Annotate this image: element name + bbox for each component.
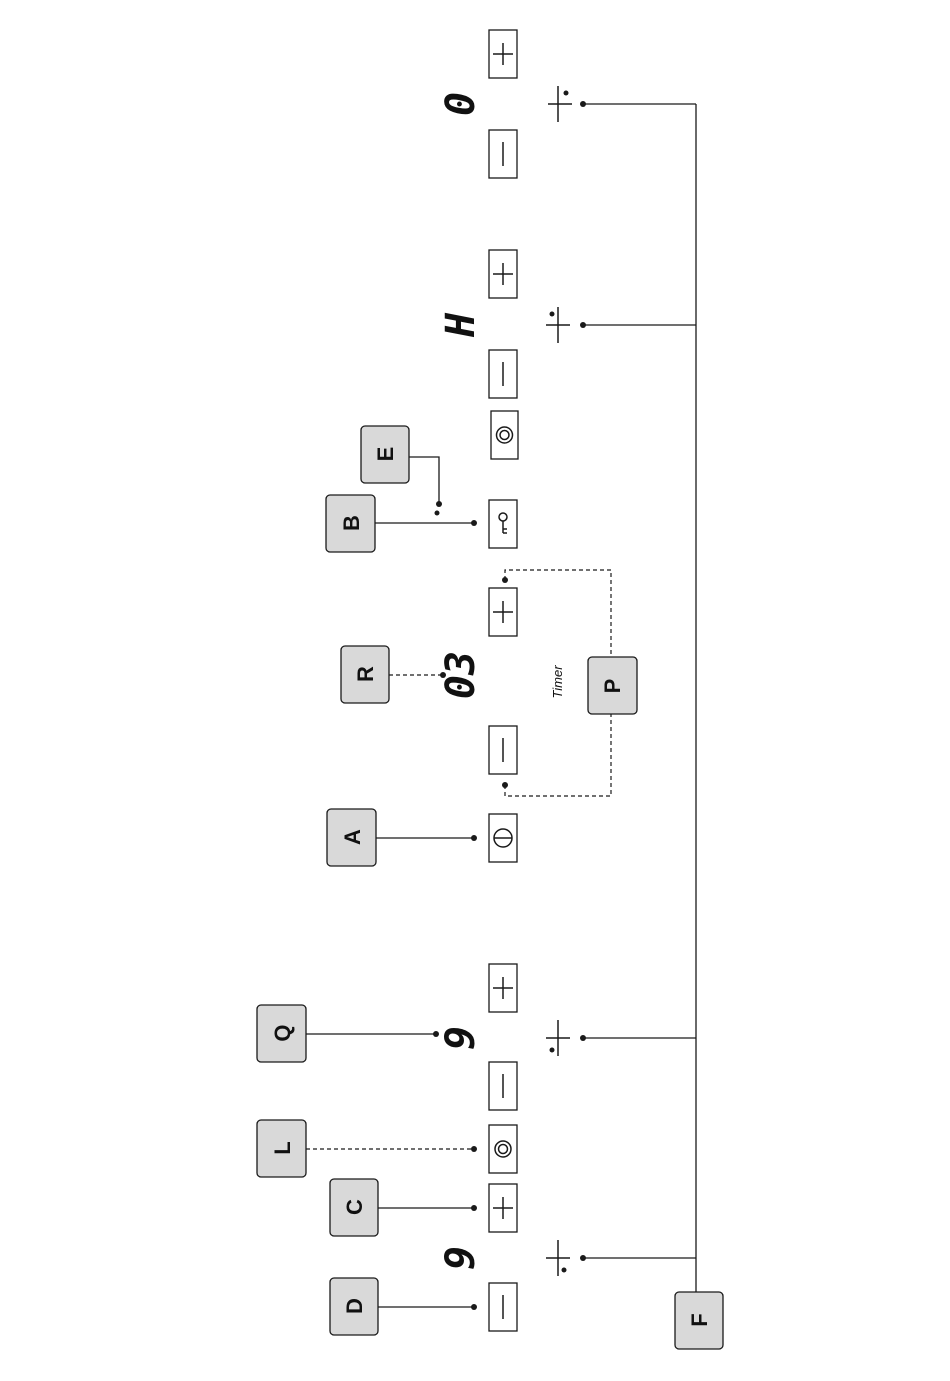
label-d: D — [330, 1278, 378, 1335]
svg-text:E: E — [373, 447, 398, 462]
display-zone-rear-right: H — [438, 312, 484, 338]
leader-dot-f-1 — [580, 101, 586, 107]
display-zone-front-right: 0 — [438, 92, 484, 116]
minus-button-zone-rear-left[interactable] — [489, 1062, 517, 1110]
plus-button-zone-front-right[interactable] — [489, 30, 517, 78]
leader-dot-f-3 — [580, 1035, 586, 1041]
label-c: C — [330, 1179, 378, 1236]
leader-dot-a — [471, 835, 477, 841]
minus-button-zone-front-left[interactable] — [489, 1283, 517, 1331]
minus-button-zone-rear-right[interactable] — [489, 350, 517, 398]
leader-dot-d — [471, 1304, 477, 1310]
timer-plus-button[interactable] — [489, 588, 517, 636]
leader-dot-p-plus — [502, 577, 508, 583]
label-b: B — [326, 495, 375, 552]
svg-text:R: R — [353, 666, 378, 682]
timer-minus-button[interactable] — [489, 726, 517, 774]
label-r: R — [341, 646, 389, 703]
minus-button-zone-front-right[interactable] — [489, 130, 517, 178]
svg-text:A: A — [340, 829, 365, 845]
label-a: A — [327, 809, 376, 866]
svg-text:C: C — [342, 1199, 367, 1215]
svg-text:P: P — [600, 679, 625, 694]
on-off-button[interactable] — [489, 814, 517, 862]
display-zone-front-left: 9 — [438, 1246, 484, 1270]
leader-dot-f-4 — [580, 1255, 586, 1261]
cooking-zone-icon — [546, 1020, 570, 1056]
lock-indicator-dot — [435, 511, 440, 516]
svg-text:D: D — [342, 1298, 367, 1314]
key-lock-button[interactable] — [489, 500, 517, 548]
timer-label: Timer — [550, 665, 565, 699]
cooking-zone-icon — [546, 1240, 570, 1276]
svg-text:Q: Q — [270, 1024, 295, 1041]
leader-dot-e — [436, 501, 442, 507]
leader-dot-b — [471, 520, 477, 526]
leader-dot-p-minus — [502, 782, 508, 788]
label-l: L — [257, 1120, 306, 1177]
cooking-zone-icon — [546, 307, 570, 343]
leader-dot-c — [471, 1205, 477, 1211]
cooking-zone-icon — [548, 86, 572, 122]
svg-text:B: B — [339, 515, 364, 531]
label-f: F — [675, 1292, 723, 1349]
plus-button-zone-front-left[interactable] — [489, 1184, 517, 1232]
leader-line-e — [409, 457, 439, 504]
label-e: E — [361, 426, 409, 483]
svg-text:F: F — [687, 1313, 712, 1326]
display-zone-rear-left: 9 — [438, 1026, 484, 1050]
dual-zone-button-left[interactable] — [489, 1125, 517, 1173]
display-timer: 03 — [438, 651, 484, 699]
svg-text:L: L — [270, 1141, 295, 1154]
label-q: Q — [257, 1005, 306, 1062]
dual-zone-button-right[interactable] — [491, 411, 518, 459]
leader-dot-f-2 — [580, 322, 586, 328]
leader-dot-l — [471, 1146, 477, 1152]
plus-button-zone-rear-left[interactable] — [489, 964, 517, 1012]
label-p: P — [588, 657, 637, 714]
plus-button-zone-rear-right[interactable] — [489, 250, 517, 298]
